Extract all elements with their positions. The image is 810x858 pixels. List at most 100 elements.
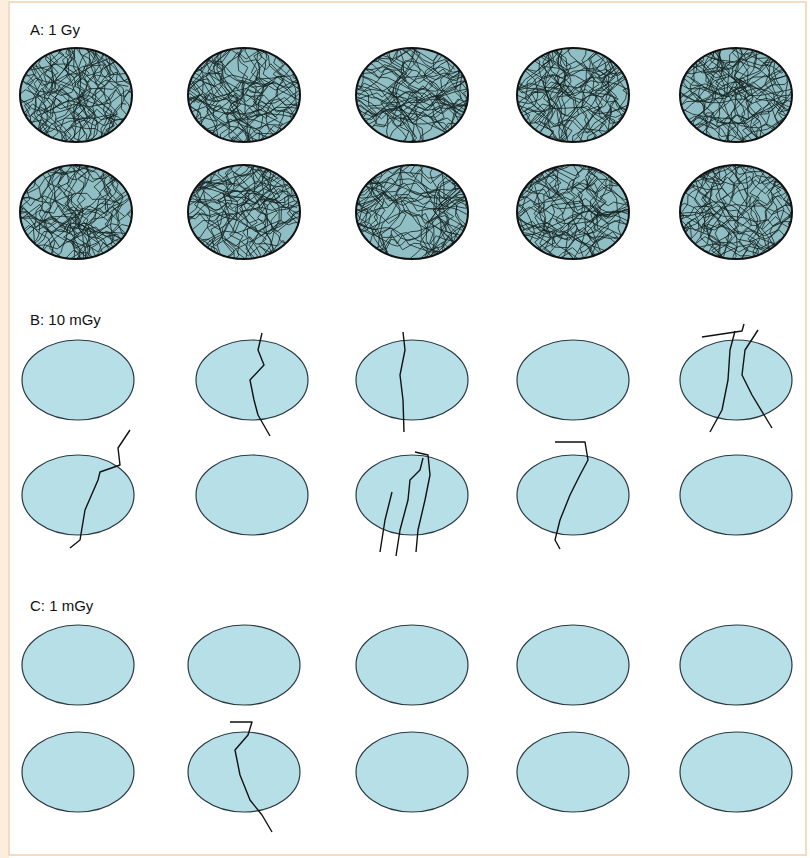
cell-nucleus	[517, 340, 629, 420]
panel-label: C: 1 mGy	[30, 598, 93, 615]
radiation-track	[183, 74, 309, 98]
radiation-track	[351, 235, 482, 271]
track-tangle	[314, 138, 506, 291]
radiation-track	[287, 160, 318, 285]
cell-nucleus	[196, 340, 308, 420]
radiation-track	[181, 43, 225, 158]
radiation-track	[217, 43, 261, 166]
radiation-track	[183, 134, 304, 159]
radiation-track	[535, 160, 591, 278]
radiation-track	[769, 160, 810, 273]
radiation-track	[65, 160, 86, 279]
cell-nucleus	[680, 625, 792, 705]
radiation-track	[333, 160, 405, 287]
track-tangle	[656, 126, 810, 291]
radiation-track	[282, 43, 345, 163]
radiation-track	[230, 722, 272, 832]
radiation-track	[68, 160, 90, 270]
radiation-track	[771, 160, 810, 255]
radiation-track	[713, 160, 734, 267]
radiation-track	[400, 43, 453, 172]
radiation-track	[400, 332, 405, 432]
radiation-track	[17, 160, 53, 280]
track-tangle	[662, 16, 810, 171]
radiation-track	[585, 160, 627, 270]
radiation-track	[183, 156, 311, 188]
radiation-track	[452, 160, 506, 275]
radiation-track	[675, 16, 793, 57]
radiation-track	[194, 160, 222, 280]
radiation-track	[750, 160, 768, 283]
radiation-track	[710, 331, 735, 432]
cell-nucleus	[356, 340, 468, 420]
radiation-track	[24, 43, 46, 156]
radiation-track	[675, 104, 806, 139]
cell-nucleus	[356, 732, 468, 812]
radiation-track	[125, 43, 150, 157]
radiation-track	[15, 253, 112, 295]
cell-nucleus	[188, 625, 300, 705]
track-tangle	[3, 43, 167, 171]
radiation-track	[351, 93, 468, 117]
radiation-track	[370, 160, 398, 291]
radiation-track	[720, 43, 746, 156]
track-tangle	[163, 138, 333, 287]
cell-nucleus	[517, 625, 629, 705]
radiation-track	[338, 160, 383, 274]
radiation-track	[512, 201, 639, 216]
radiation-track	[351, 191, 492, 229]
radiation-track	[512, 221, 635, 269]
radiation-track	[503, 43, 524, 154]
cell-nucleus	[680, 340, 792, 420]
cell-outline	[356, 165, 468, 259]
cell-nucleus	[517, 732, 629, 812]
cell-nucleus	[196, 455, 308, 535]
radiation-track	[351, 170, 505, 207]
radiation-track	[15, 246, 130, 281]
radiation-track	[183, 129, 302, 168]
cell-outline	[20, 48, 132, 142]
frame-border	[9, 2, 806, 855]
track-tangle	[494, 138, 658, 281]
radiation-track	[15, 129, 135, 164]
radiation-track	[742, 330, 772, 428]
radiation-track	[675, 169, 791, 217]
radiation-track	[684, 160, 731, 285]
radiation-track	[434, 160, 459, 282]
radiation-track	[15, 72, 131, 95]
radiation-track	[396, 458, 423, 556]
radiation-track	[749, 43, 782, 159]
radiation-track	[67, 160, 89, 261]
radiation-track	[77, 160, 89, 270]
cell-nucleus	[356, 165, 468, 259]
radiation-track	[21, 160, 57, 286]
radiation-track	[351, 218, 479, 236]
radiation-track	[183, 90, 299, 116]
radiation-track	[280, 160, 324, 274]
cell-nucleus	[356, 625, 468, 705]
radiation-track	[475, 43, 535, 148]
radiation-track	[619, 160, 656, 270]
radiation-track	[512, 75, 633, 118]
radiation-track	[732, 43, 753, 171]
radiation-track	[218, 160, 243, 267]
radiation-track	[415, 452, 430, 552]
radiation-track	[552, 43, 572, 161]
radiation-track	[39, 43, 59, 166]
radiation-track	[512, 151, 638, 176]
radiation-track	[401, 160, 430, 278]
radiation-track	[478, 43, 530, 134]
cell-nucleus	[680, 455, 792, 535]
radiation-track	[675, 215, 810, 253]
radiation-track	[512, 66, 627, 108]
cell-nucleus	[356, 455, 468, 535]
radiation-track	[524, 43, 571, 151]
radiation-track	[512, 106, 623, 129]
radiation-track	[594, 43, 640, 146]
radiation-track	[675, 240, 790, 269]
radiation-track	[3, 43, 29, 135]
cell-outline	[188, 48, 300, 142]
radiation-track	[240, 160, 267, 280]
radiation-track	[183, 183, 310, 215]
radiation-track	[512, 210, 639, 233]
